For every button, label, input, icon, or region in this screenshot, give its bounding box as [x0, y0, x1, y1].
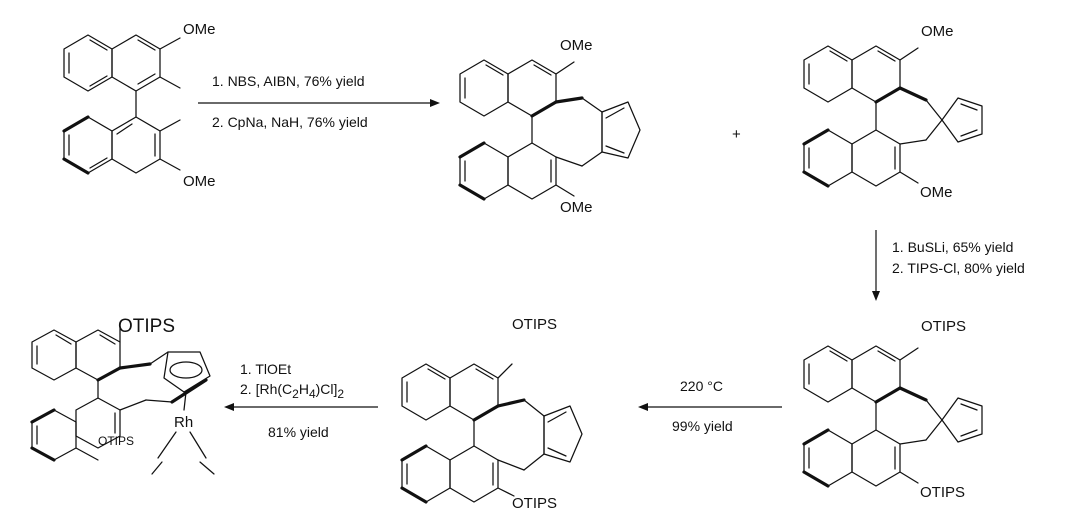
- compound-3-bottom-group: OMe: [920, 184, 953, 201]
- step-3-condition-1: 220 °C: [680, 378, 723, 394]
- compound-4-otips-spiro: OTIPS OTIPS: [802, 318, 983, 501]
- compound-3-top-group: OMe: [921, 23, 954, 40]
- step-2-condition-1: 1. BuSLi, 65% yield: [892, 239, 1013, 255]
- step-1-condition-2: 2. CpNa, NaH, 76% yield: [212, 114, 368, 130]
- compound-4-bottom-group: OTIPS: [920, 484, 965, 501]
- step-4-yield: 81% yield: [268, 424, 329, 440]
- reaction-step-3: 220 °C 99% yield: [638, 378, 782, 434]
- compound-2-top-group: OMe: [560, 37, 593, 54]
- compound-2-cyclooctane-product: OMe OMe: [458, 37, 641, 216]
- compound-5-top-group: OTIPS: [512, 316, 557, 333]
- compound-4-top-group: OTIPS: [921, 318, 966, 335]
- compound-6-rhodium-complex: OTIPS OTIPS Rh: [30, 316, 215, 475]
- compound-5-bottom-group: OTIPS: [512, 495, 557, 509]
- step-1-condition-1: 1. NBS, AIBN, 76% yield: [212, 73, 365, 89]
- rhodium-atom-label: Rh: [174, 414, 193, 431]
- reaction-step-4: 1. TlOEt 2. [Rh(C2H4)Cl]2 81% yield: [224, 361, 378, 440]
- step-4-condition-2: 2. [Rh(C2H4)Cl]2: [240, 381, 344, 401]
- step-2-condition-2: 2. TIPS-Cl, 80% yield: [892, 260, 1025, 276]
- compound-1-top-group: OMe: [183, 21, 216, 38]
- compound-3-spiro-product: OMe OMe: [802, 23, 983, 201]
- reaction-step-1: 1. NBS, AIBN, 76% yield 2. CpNa, NaH, 76…: [198, 73, 440, 130]
- reaction-step-2: 1. BuSLi, 65% yield 2. TIPS-Cl, 80% yiel…: [872, 230, 1025, 301]
- compound-1-bottom-group: OMe: [183, 173, 216, 190]
- compound-5-otips-cyclooctane: OTIPS OTIPS: [400, 316, 583, 509]
- compound-2-bottom-group: OMe: [560, 199, 593, 216]
- step-4-condition-1: 1. TlOEt: [240, 361, 291, 377]
- step-3-condition-2: 99% yield: [672, 418, 733, 434]
- compound-1-binaphthyl: OMe OMe: [62, 21, 216, 190]
- plus-sign: +: [732, 126, 741, 143]
- compound-6-top-group: OTIPS: [118, 316, 175, 337]
- compound-6-bottom-group: OTIPS: [98, 434, 134, 448]
